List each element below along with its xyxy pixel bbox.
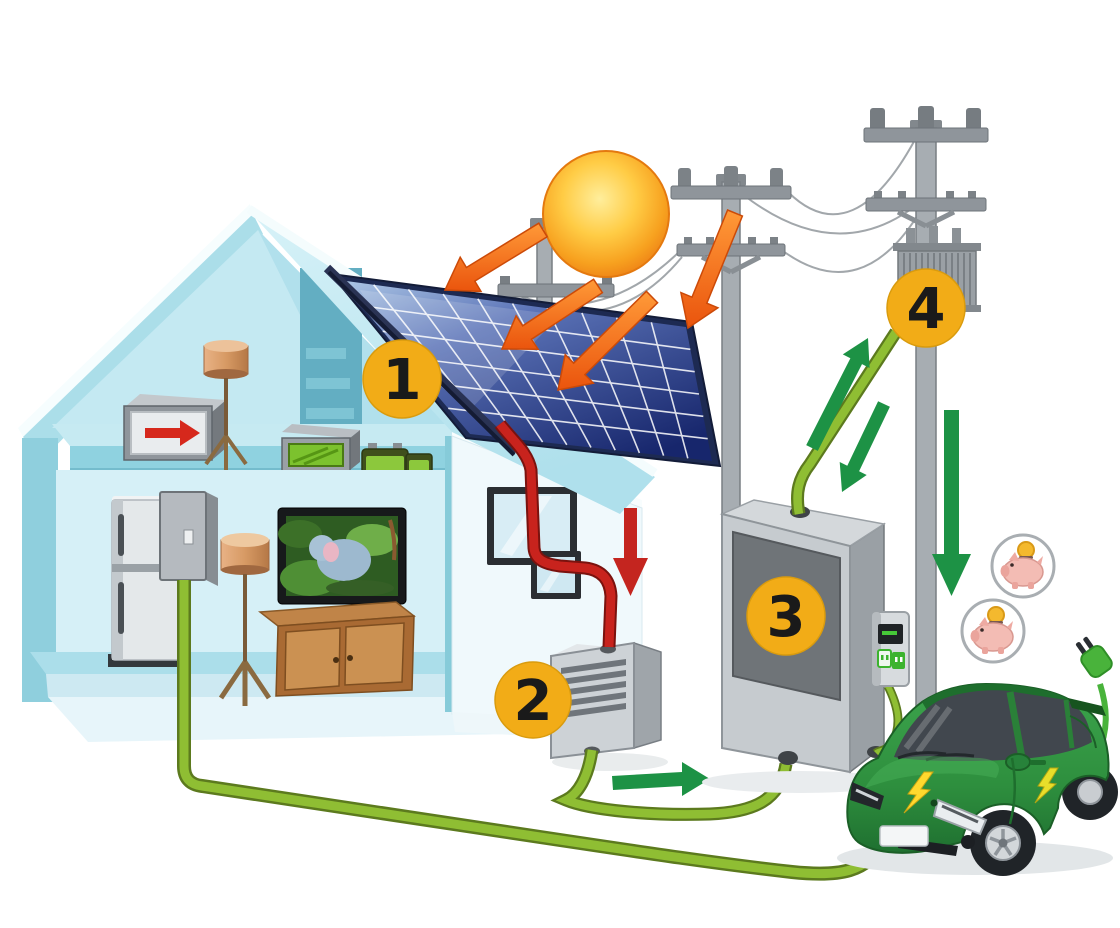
- dc-cable-red: [494, 419, 618, 648]
- plug-socket-icon: [892, 652, 905, 669]
- piggy-bank-icon: [960, 598, 1026, 664]
- appliance-with-arrow: [123, 394, 226, 461]
- up-arrow-green-icon: [806, 338, 870, 451]
- ac-cable-inverter-to-cabinet: [550, 748, 793, 821]
- step-badge-3: 3: [746, 576, 826, 656]
- step-badge-4: 4: [886, 268, 966, 348]
- electrical-panel: [159, 491, 218, 586]
- grid-import-down-arrow-icon: [932, 410, 971, 596]
- piggy-bank-icon: [990, 533, 1056, 599]
- car-mirror: [1005, 753, 1031, 771]
- step-badge-2: 2: [494, 661, 572, 739]
- svg-text:2: 2: [514, 669, 553, 734]
- sun-ray-arrow-icon: [557, 290, 659, 391]
- floor-lamp-living: [218, 533, 272, 706]
- ac-cable-cabinet-to-grid: [790, 328, 902, 516]
- radio-box: [281, 424, 360, 473]
- cabinet-icon: [258, 601, 416, 697]
- plug-socket-icon: [877, 649, 892, 668]
- green-screen: [288, 443, 344, 467]
- sun-icon: [542, 150, 670, 278]
- sun-ray-arrow-icon: [443, 222, 549, 293]
- attic-floor-top: [52, 424, 470, 446]
- right-arrow-icon: [145, 428, 182, 438]
- car-spoiler: [1068, 698, 1106, 716]
- down-arrow-green-icon: [839, 401, 890, 492]
- house-icon: [18, 204, 658, 742]
- step-badge-1: 1: [362, 339, 442, 419]
- sun-ray-arrow-icon: [500, 278, 604, 350]
- right-arrow-green-icon: [612, 762, 710, 796]
- lightning-bolt-icon: [903, 771, 934, 814]
- roof-ridge-highlight-left: [18, 204, 254, 442]
- inverter-icon: [550, 641, 662, 760]
- svg-text:1: 1: [383, 348, 422, 413]
- roof-left-slope: [23, 214, 263, 459]
- car-front-wheel: [970, 810, 1036, 876]
- floor-lamp-attic: [203, 340, 249, 470]
- electric-car-icon: [837, 682, 1118, 876]
- lightning-bolt-icon: [1034, 767, 1059, 804]
- house-base: [48, 697, 510, 742]
- svg-text:4: 4: [907, 277, 946, 342]
- tv-icon: [277, 507, 407, 605]
- sun-ray-arrow-icon: [679, 209, 744, 330]
- car-windshield: [894, 690, 1092, 762]
- license-plate: [879, 825, 929, 847]
- utility-pole-middle-icon: [670, 166, 792, 515]
- down-arrow-red-icon: [613, 508, 648, 596]
- sun-ray-arrows: [443, 209, 744, 391]
- svg-text:3: 3: [767, 585, 806, 650]
- ev-charger-icon: [871, 611, 910, 757]
